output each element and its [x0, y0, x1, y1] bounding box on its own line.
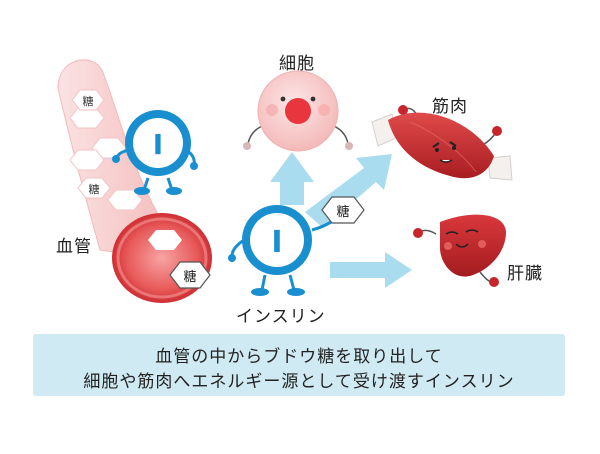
svg-text:糖: 糖: [336, 204, 349, 220]
sugar-hexagons: [69, 107, 182, 250]
vessel-cross-section: [112, 213, 212, 303]
label-liver: 肝臓: [507, 264, 543, 284]
caption-line-2: 細胞や筋肉へエネルギー源として受け渡すインスリン: [83, 372, 515, 392]
arrow-to-cell: [270, 152, 314, 205]
insulin-character-main: I: [228, 205, 340, 296]
sugar-tag-carried: 糖: [321, 196, 365, 224]
caption-line-1: 血管の中からブドウ糖を取り出して: [155, 347, 443, 367]
sugar-tag-2: 糖: [77, 177, 111, 199]
liver-character: [413, 214, 506, 287]
label-cell: 細胞: [279, 54, 315, 74]
caption-box: 血管の中からブドウ糖を取り出して 細胞や筋肉へエネルギー源として受け渡すインスリ…: [33, 334, 565, 396]
sugar-tag-1: 糖: [71, 89, 105, 111]
svg-text:I: I: [271, 225, 282, 260]
sugar-tag-3: 糖: [169, 261, 211, 289]
insulin-character-vessel: I: [112, 110, 198, 195]
label-vessel: 血管: [56, 237, 92, 257]
svg-text:I: I: [153, 128, 163, 161]
svg-text:糖: 糖: [83, 94, 94, 108]
arrow-to-liver: [330, 252, 412, 288]
cell-character: [243, 70, 353, 152]
label-insulin: インスリン: [236, 307, 326, 327]
svg-text:糖: 糖: [183, 269, 196, 285]
svg-text:糖: 糖: [89, 182, 100, 196]
label-muscle: 筋肉: [432, 97, 468, 117]
muscle-character: [371, 105, 513, 181]
